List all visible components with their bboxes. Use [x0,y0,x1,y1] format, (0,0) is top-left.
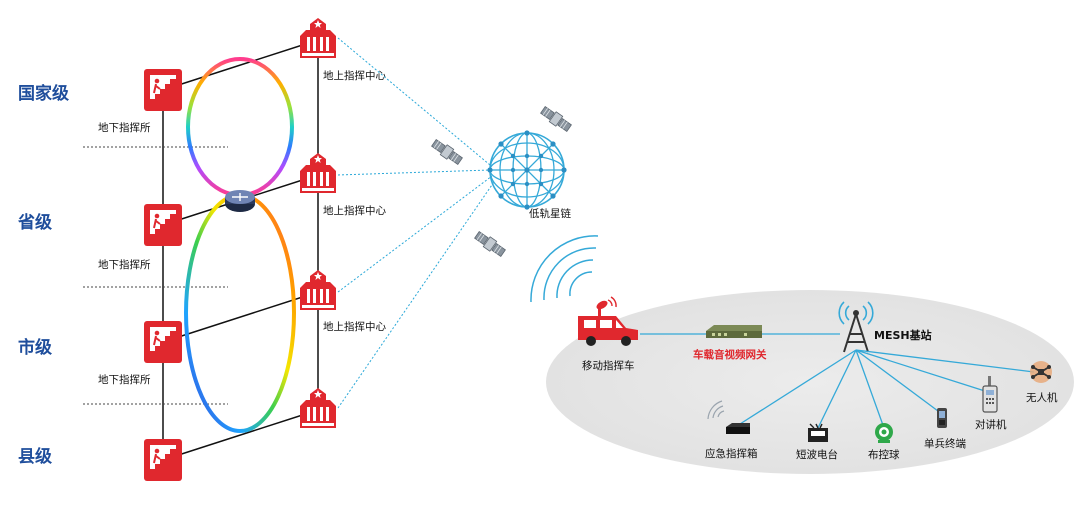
underground-bunker-icon [143,203,183,247]
bunker-label: 地下指挥所 [98,121,151,134]
backbone-ring-upper [186,57,294,197]
cross-link [162,39,319,91]
underground-bunker-icon [143,68,183,112]
level-label-province: 省级 [17,212,52,233]
satellite-chain-label: 低轨星链 [529,207,571,220]
drone-icon [1030,361,1052,383]
level-label-city: 市级 [18,337,52,358]
underground-bunker-icon [143,320,183,364]
mesh-links [739,349,1035,429]
backbone-ring-lower [184,193,296,433]
terminal-label: 无人机 [1026,391,1058,404]
cross-link [162,409,319,461]
av-gateway-icon [706,325,762,338]
terminal-label: 单兵终端 [924,437,966,450]
soldier-terminal-icon [937,408,947,428]
terminal-label: 对讲机 [975,418,1007,431]
level-label-county: 县级 [18,446,52,467]
satellite-icon [539,104,573,134]
field-network-area [546,290,1074,474]
base-station-label: MESH基站 [874,328,932,342]
emergency-case-icon [707,400,750,434]
walkie-talkie-icon [982,376,998,413]
bunker-label: 地下指挥所 [98,258,151,271]
center-label: 地上指挥中心 [323,320,386,333]
terminal-label: 短波电台 [796,448,838,461]
satellite-links [337,37,495,409]
terminal-label: 应急指挥箱 [705,447,758,460]
satellite-icon [473,229,507,259]
gateway-label: 车载音视频网关 [693,348,767,361]
mesh-base-station-icon [838,301,874,353]
center-label: 地上指挥中心 [323,69,386,82]
surveillance-ball-icon [875,423,893,443]
satellite-chain-globe-icon [487,130,567,210]
satellite-icon [430,137,464,167]
signal-waves-icon [530,235,599,303]
command-center-icon [300,153,336,193]
bunker-label: 地下指挥所 [98,373,151,386]
vehicle-label: 移动指挥车 [582,359,635,372]
terminal-label: 布控球 [868,448,900,461]
command-center-icon [300,388,336,428]
shortwave-radio-icon [808,423,828,442]
router-icon [225,190,255,212]
underground-bunker-icon [143,438,183,482]
command-center-icon [300,18,336,58]
command-center-icon [300,270,336,310]
command-vehicle-icon [578,296,638,346]
level-label-national: 国家级 [18,83,69,104]
center-label: 地上指挥中心 [323,204,386,217]
